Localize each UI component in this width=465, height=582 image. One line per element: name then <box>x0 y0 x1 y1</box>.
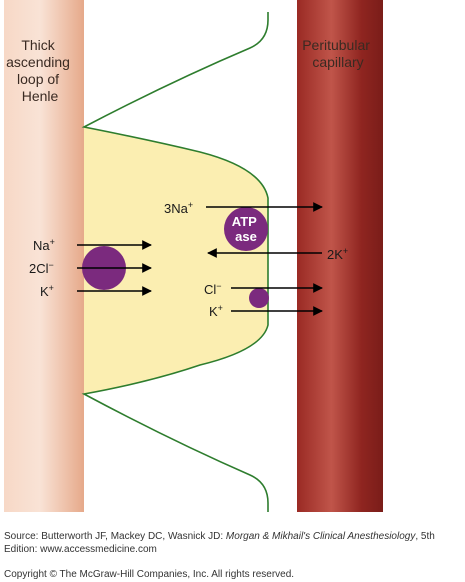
loop-label: Thick ascending loop of Henle <box>6 37 74 104</box>
na-k-atpase <box>224 207 268 251</box>
k-luminal-label: K+ <box>40 283 54 299</box>
tubular-cell <box>84 127 268 394</box>
loop-label-line: Henle <box>22 88 59 104</box>
capillary-label-line: Peritubular <box>302 37 370 53</box>
source-citation: Source: Butterworth JF, Mackey DC, Wasni… <box>4 531 464 556</box>
capillary-label-line: capillary <box>312 54 363 70</box>
source-suffix: , 5th Edition: www.accessmedicine.com <box>4 531 435 555</box>
cl-luminal-label: 2Cl− <box>29 260 54 276</box>
copyright-notice: Copyright © The McGraw-Hill Companies, I… <box>4 569 295 580</box>
loop-of-henle <box>4 0 84 512</box>
k-cl-channel <box>249 288 269 308</box>
atpase-label-line: ATP <box>232 214 257 229</box>
k-basolateral-label: K+ <box>209 303 223 319</box>
na-luminal-label: Na+ <box>33 237 55 253</box>
cl-basolateral-label: Cl− <box>204 281 222 297</box>
capillary-label: Peritubular capillary <box>302 37 374 70</box>
loop-label-line: loop of <box>17 71 59 87</box>
peritubular-capillary <box>297 0 383 512</box>
loop-label-line: ascending <box>6 54 70 70</box>
3na-label: 3Na+ <box>164 200 193 216</box>
book-title: Morgan & Mikhail's Clinical Anesthesiolo… <box>225 531 416 542</box>
atpase-label-line: ase <box>235 229 257 244</box>
2k-label: 2K+ <box>327 246 348 262</box>
transport-diagram: Thick ascending loop of Henle Peritubula… <box>4 0 383 512</box>
loop-label-line: Thick <box>21 37 55 53</box>
cell-membrane <box>81 12 269 512</box>
source-prefix: Source: Butterworth JF, Mackey DC, Wasni… <box>4 531 226 542</box>
atpase-label: ATP ase <box>232 214 260 244</box>
